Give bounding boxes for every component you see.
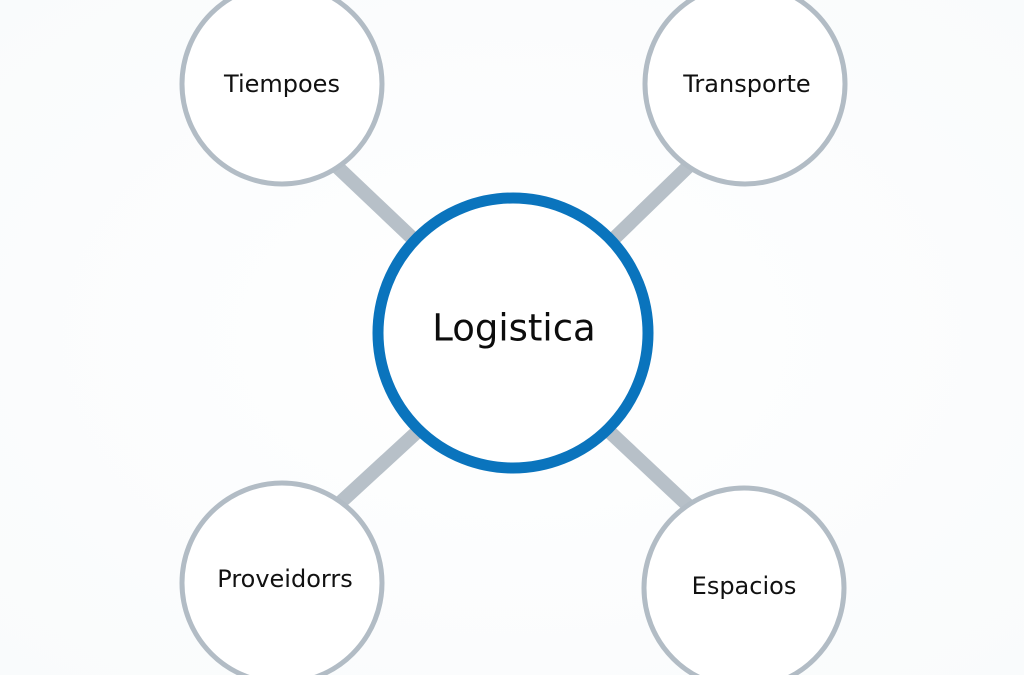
node-espacios[interactable]: Espacios — [641, 485, 847, 675]
node-transporte[interactable]: Transporte — [642, 0, 848, 187]
node-label-espacios: Espacios — [692, 572, 797, 600]
connector-proveidorrs — [325, 414, 435, 518]
center-node-label: Logistica — [432, 307, 595, 350]
node-label-proveidorrs: Proveidorrs — [217, 565, 352, 593]
node-label-transporte: Transporte — [682, 70, 810, 98]
node-proveidorrs[interactable]: Proveidorrs — [179, 480, 385, 675]
center-node-logistica[interactable]: Logistica — [372, 192, 654, 474]
node-tiempoes[interactable]: Tiempoes — [179, 0, 385, 187]
node-ring-transporte — [642, 0, 848, 187]
center-node-ring — [372, 192, 654, 474]
node-ring-tiempoes — [179, 0, 385, 187]
node-ring-proveidorrs — [179, 480, 385, 675]
node-ring-espacios — [641, 485, 847, 675]
connector-espacios — [592, 414, 700, 518]
node-label-tiempoes: Tiempoes — [223, 70, 340, 98]
